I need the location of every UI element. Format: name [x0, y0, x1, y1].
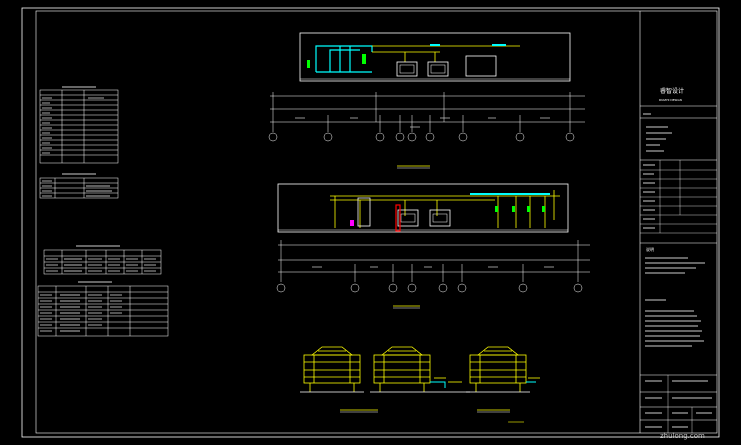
- equipment-table-2: [39, 177, 119, 199]
- dimension-1-text-marks: [295, 117, 550, 128]
- watermark: zhulong.com: [660, 432, 705, 440]
- cooling-tower-text-marks: [434, 377, 540, 383]
- section-1-yellow-pipes: [372, 45, 520, 62]
- notes-heading: 说明: [646, 246, 654, 252]
- section-1-green-valves: [307, 54, 366, 68]
- section-2-equipment: [357, 197, 451, 227]
- cooling-tower-pipes: [430, 381, 536, 388]
- equipment-table-1: [39, 89, 119, 164]
- section-1-chillers: [396, 55, 497, 77]
- section-view-2: [277, 183, 569, 233]
- section-1-cyan-marks: [430, 44, 506, 46]
- equipment-table-4: [37, 285, 169, 337]
- section-2-green-valves: [495, 206, 545, 212]
- company-subtitle: RUIZHI DESIGN: [659, 98, 682, 102]
- company-name: 睿智设计: [660, 87, 684, 95]
- cooling-tower-1: [300, 346, 364, 393]
- cooling-tower-3: [466, 346, 530, 393]
- section-1-title: [397, 165, 430, 169]
- table-cell-text-marks: [40, 97, 156, 332]
- section-view-1: [299, 32, 571, 82]
- title-block: [639, 11, 717, 433]
- dimension-line-1: [268, 92, 585, 142]
- section-2-cyan-marks: [470, 193, 550, 195]
- title-block-text-lines: [643, 113, 712, 428]
- section-2-title: [393, 305, 420, 309]
- cooling-tower-titles: [340, 409, 524, 423]
- section-2-yellow-pipes: [330, 190, 560, 228]
- section-2-magenta-mark: [350, 220, 354, 226]
- equipment-table-3: [43, 249, 162, 275]
- section-1-piping: [315, 45, 373, 73]
- section-2-red-marker: [395, 204, 401, 232]
- dimension-line-2: [276, 240, 590, 293]
- drawing-frame: [21, 7, 720, 438]
- cooling-tower-2: [370, 346, 470, 393]
